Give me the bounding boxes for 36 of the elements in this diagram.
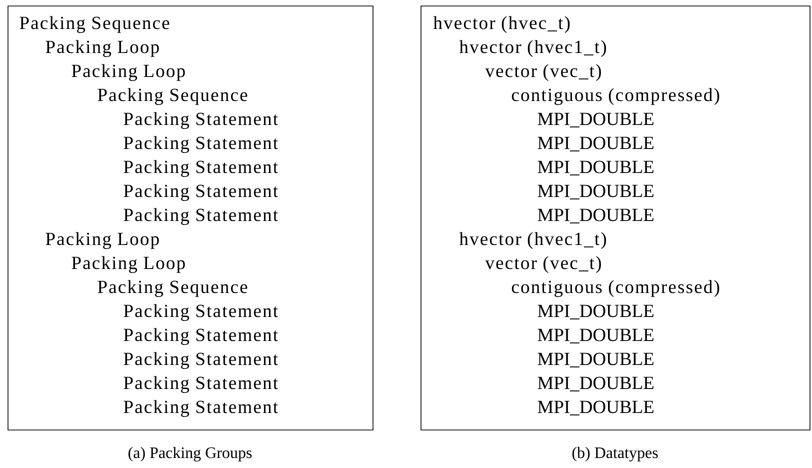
- code-line: Packing Statement: [124, 184, 278, 201]
- code-line: MPI_DOUBLE: [538, 400, 654, 416]
- code-line: Packing Statement: [124, 400, 278, 417]
- code-line: MPI_DOUBLE: [538, 328, 654, 344]
- code-line: MPI_DOUBLE: [538, 136, 654, 152]
- code-line: Packing Statement: [124, 136, 278, 153]
- code-line: Packing Statement: [124, 376, 278, 393]
- code-line: MPI_DOUBLE: [538, 304, 654, 320]
- code-line: hvector (hvec1_t): [459, 40, 606, 57]
- code-line: MPI_DOUBLE: [538, 376, 654, 392]
- code-line: Packing Statement: [124, 160, 278, 177]
- code-line: Packing Loop: [72, 256, 185, 273]
- code-line: Packing Statement: [124, 304, 278, 321]
- code-line: Packing Statement: [124, 328, 278, 345]
- code-line: Packing Loop: [46, 40, 159, 57]
- caption: (a) Packing Groups: [128, 446, 252, 462]
- code-line: MPI_DOUBLE: [538, 112, 654, 128]
- code-line: vector (vec_t): [485, 64, 601, 81]
- code-line: Packing Loop: [46, 232, 159, 249]
- code-line: hvector (hvec_t): [433, 16, 570, 33]
- code-line: Packing Sequence: [98, 88, 248, 105]
- code-line: MPI_DOUBLE: [538, 160, 654, 176]
- code-line: Packing Statement: [124, 112, 278, 129]
- caption: (b) Datatypes: [572, 446, 658, 462]
- code-line: Packing Statement: [124, 352, 278, 369]
- code-line: MPI_DOUBLE: [538, 184, 654, 200]
- code-line: MPI_DOUBLE: [538, 208, 654, 224]
- code-line: Packing Loop: [72, 64, 185, 81]
- code-line: MPI_DOUBLE: [538, 352, 654, 368]
- code-line: contiguous (compressed): [512, 88, 720, 105]
- code-line: Packing Sequence: [98, 280, 248, 297]
- code-line: Packing Sequence: [20, 16, 170, 33]
- code-line: Packing Statement: [124, 208, 278, 225]
- code-line: hvector (hvec1_t): [459, 232, 606, 249]
- code-line: vector (vec_t): [485, 256, 601, 273]
- code-line: contiguous (compressed): [512, 280, 720, 297]
